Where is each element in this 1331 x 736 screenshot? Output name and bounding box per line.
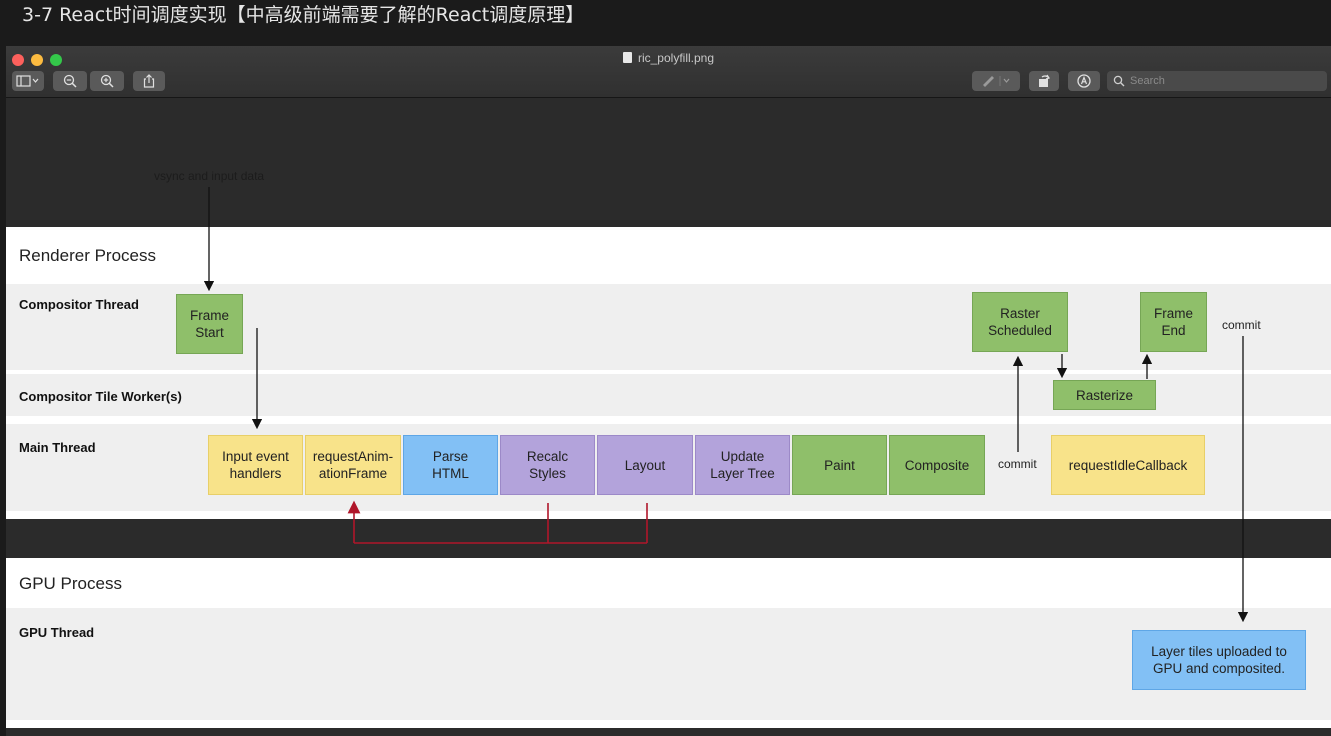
lane-separator: [6, 416, 1331, 424]
zoom-in-button[interactable]: [90, 71, 124, 91]
task-parse-html: Parse HTML: [403, 435, 498, 495]
zoom-in-icon: [100, 74, 114, 88]
minimize-window-button[interactable]: [31, 54, 43, 66]
zoom-window-button[interactable]: [50, 54, 62, 66]
renderer-process-title: Renderer Process: [19, 246, 157, 265]
video-title: 3-7 React时间调度实现【中高级前端需要了解的React调度原理】: [22, 4, 585, 26]
markup-pen-button[interactable]: [972, 71, 1020, 91]
search-field[interactable]: Search: [1107, 71, 1327, 91]
vsync-label: vsync and input data: [154, 169, 265, 183]
rotate-icon: [1039, 74, 1050, 87]
annotate-button[interactable]: [1068, 71, 1100, 91]
share-icon: [143, 74, 155, 88]
window-title-text: ric_polyfill.png: [637, 51, 715, 65]
task-composite: Composite: [889, 435, 985, 495]
rasterize-box: Rasterize: [1053, 380, 1156, 410]
task-recalc-styles: Recalc Styles: [500, 435, 595, 495]
frame-end-box: Frame End: [1140, 292, 1207, 352]
main-thread-label: Main Thread: [19, 440, 96, 455]
tile-worker-label: Compositor Tile Worker(s): [19, 389, 182, 404]
lane-separator: [6, 370, 1331, 374]
search-icon: [1113, 75, 1125, 87]
preview-window: ric_polyfill.png: [6, 46, 1331, 736]
gpu-process-title: GPU Process: [19, 574, 122, 593]
diagram-arrows: [203, 187, 1249, 623]
task-update-layer-tree: Update Layer Tree: [695, 435, 790, 495]
renderer-process-header: [6, 227, 1331, 284]
zoom-out-button[interactable]: [53, 71, 87, 91]
sidebar-toggle-icon: [16, 75, 39, 87]
gpu-thread-label: GPU Thread: [19, 625, 95, 640]
close-window-button[interactable]: [12, 54, 24, 66]
gpu-process-header: [6, 558, 1331, 608]
zoom-out-icon: [63, 74, 77, 88]
share-button[interactable]: [133, 71, 165, 91]
image-file-icon: [622, 52, 632, 63]
search-placeholder: Search: [1130, 75, 1165, 87]
layout-feedback-line: [354, 503, 648, 544]
sidebar-toggle-button[interactable]: [12, 71, 44, 91]
commit-note-compositor: commit: [1222, 318, 1261, 332]
task-request-idle-callback: requestIdleCallback: [1051, 435, 1205, 495]
window-title: ric_polyfill.png: [6, 51, 1331, 65]
image-canvas: vsync and input data Renderer Process Co…: [6, 98, 1331, 736]
task-paint: Paint: [792, 435, 887, 495]
window-titlebar: ric_polyfill.png: [6, 46, 1331, 98]
rendering-pipeline-diagram: vsync and input data Renderer Process Co…: [6, 98, 1331, 736]
task-layout: Layout: [597, 435, 693, 495]
gpu-thread-lane: [6, 608, 1331, 720]
compositor-thread-label: Compositor Thread: [19, 297, 139, 312]
frame-start-box: Frame Start: [176, 294, 243, 354]
task-request-animation-frame: requestAnim- ationFrame: [305, 435, 401, 495]
task-input-event-handlers: Input event handlers: [208, 435, 303, 495]
rotate-button[interactable]: [1029, 71, 1059, 91]
commit-note-main: commit: [998, 457, 1037, 471]
annotate-icon: [1077, 74, 1091, 88]
lane-separator: [6, 720, 1331, 728]
markup-pen-icon: [983, 76, 1010, 87]
lane-separator: [6, 511, 1331, 519]
raster-scheduled-box: Raster Scheduled: [972, 292, 1068, 352]
layer-tiles-uploaded-box: Layer tiles uploaded to GPU and composit…: [1132, 630, 1306, 690]
